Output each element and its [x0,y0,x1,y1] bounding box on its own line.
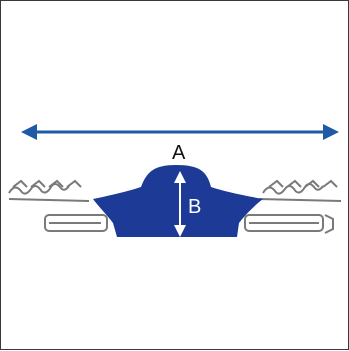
dimension-b-arrow [174,171,186,237]
dimension-a-label: A [172,142,186,164]
right-wire-sketch [244,179,342,234]
dimension-b-label: B [188,196,202,218]
dimension-a-arrow [21,124,339,140]
center-boot-part [93,165,263,237]
